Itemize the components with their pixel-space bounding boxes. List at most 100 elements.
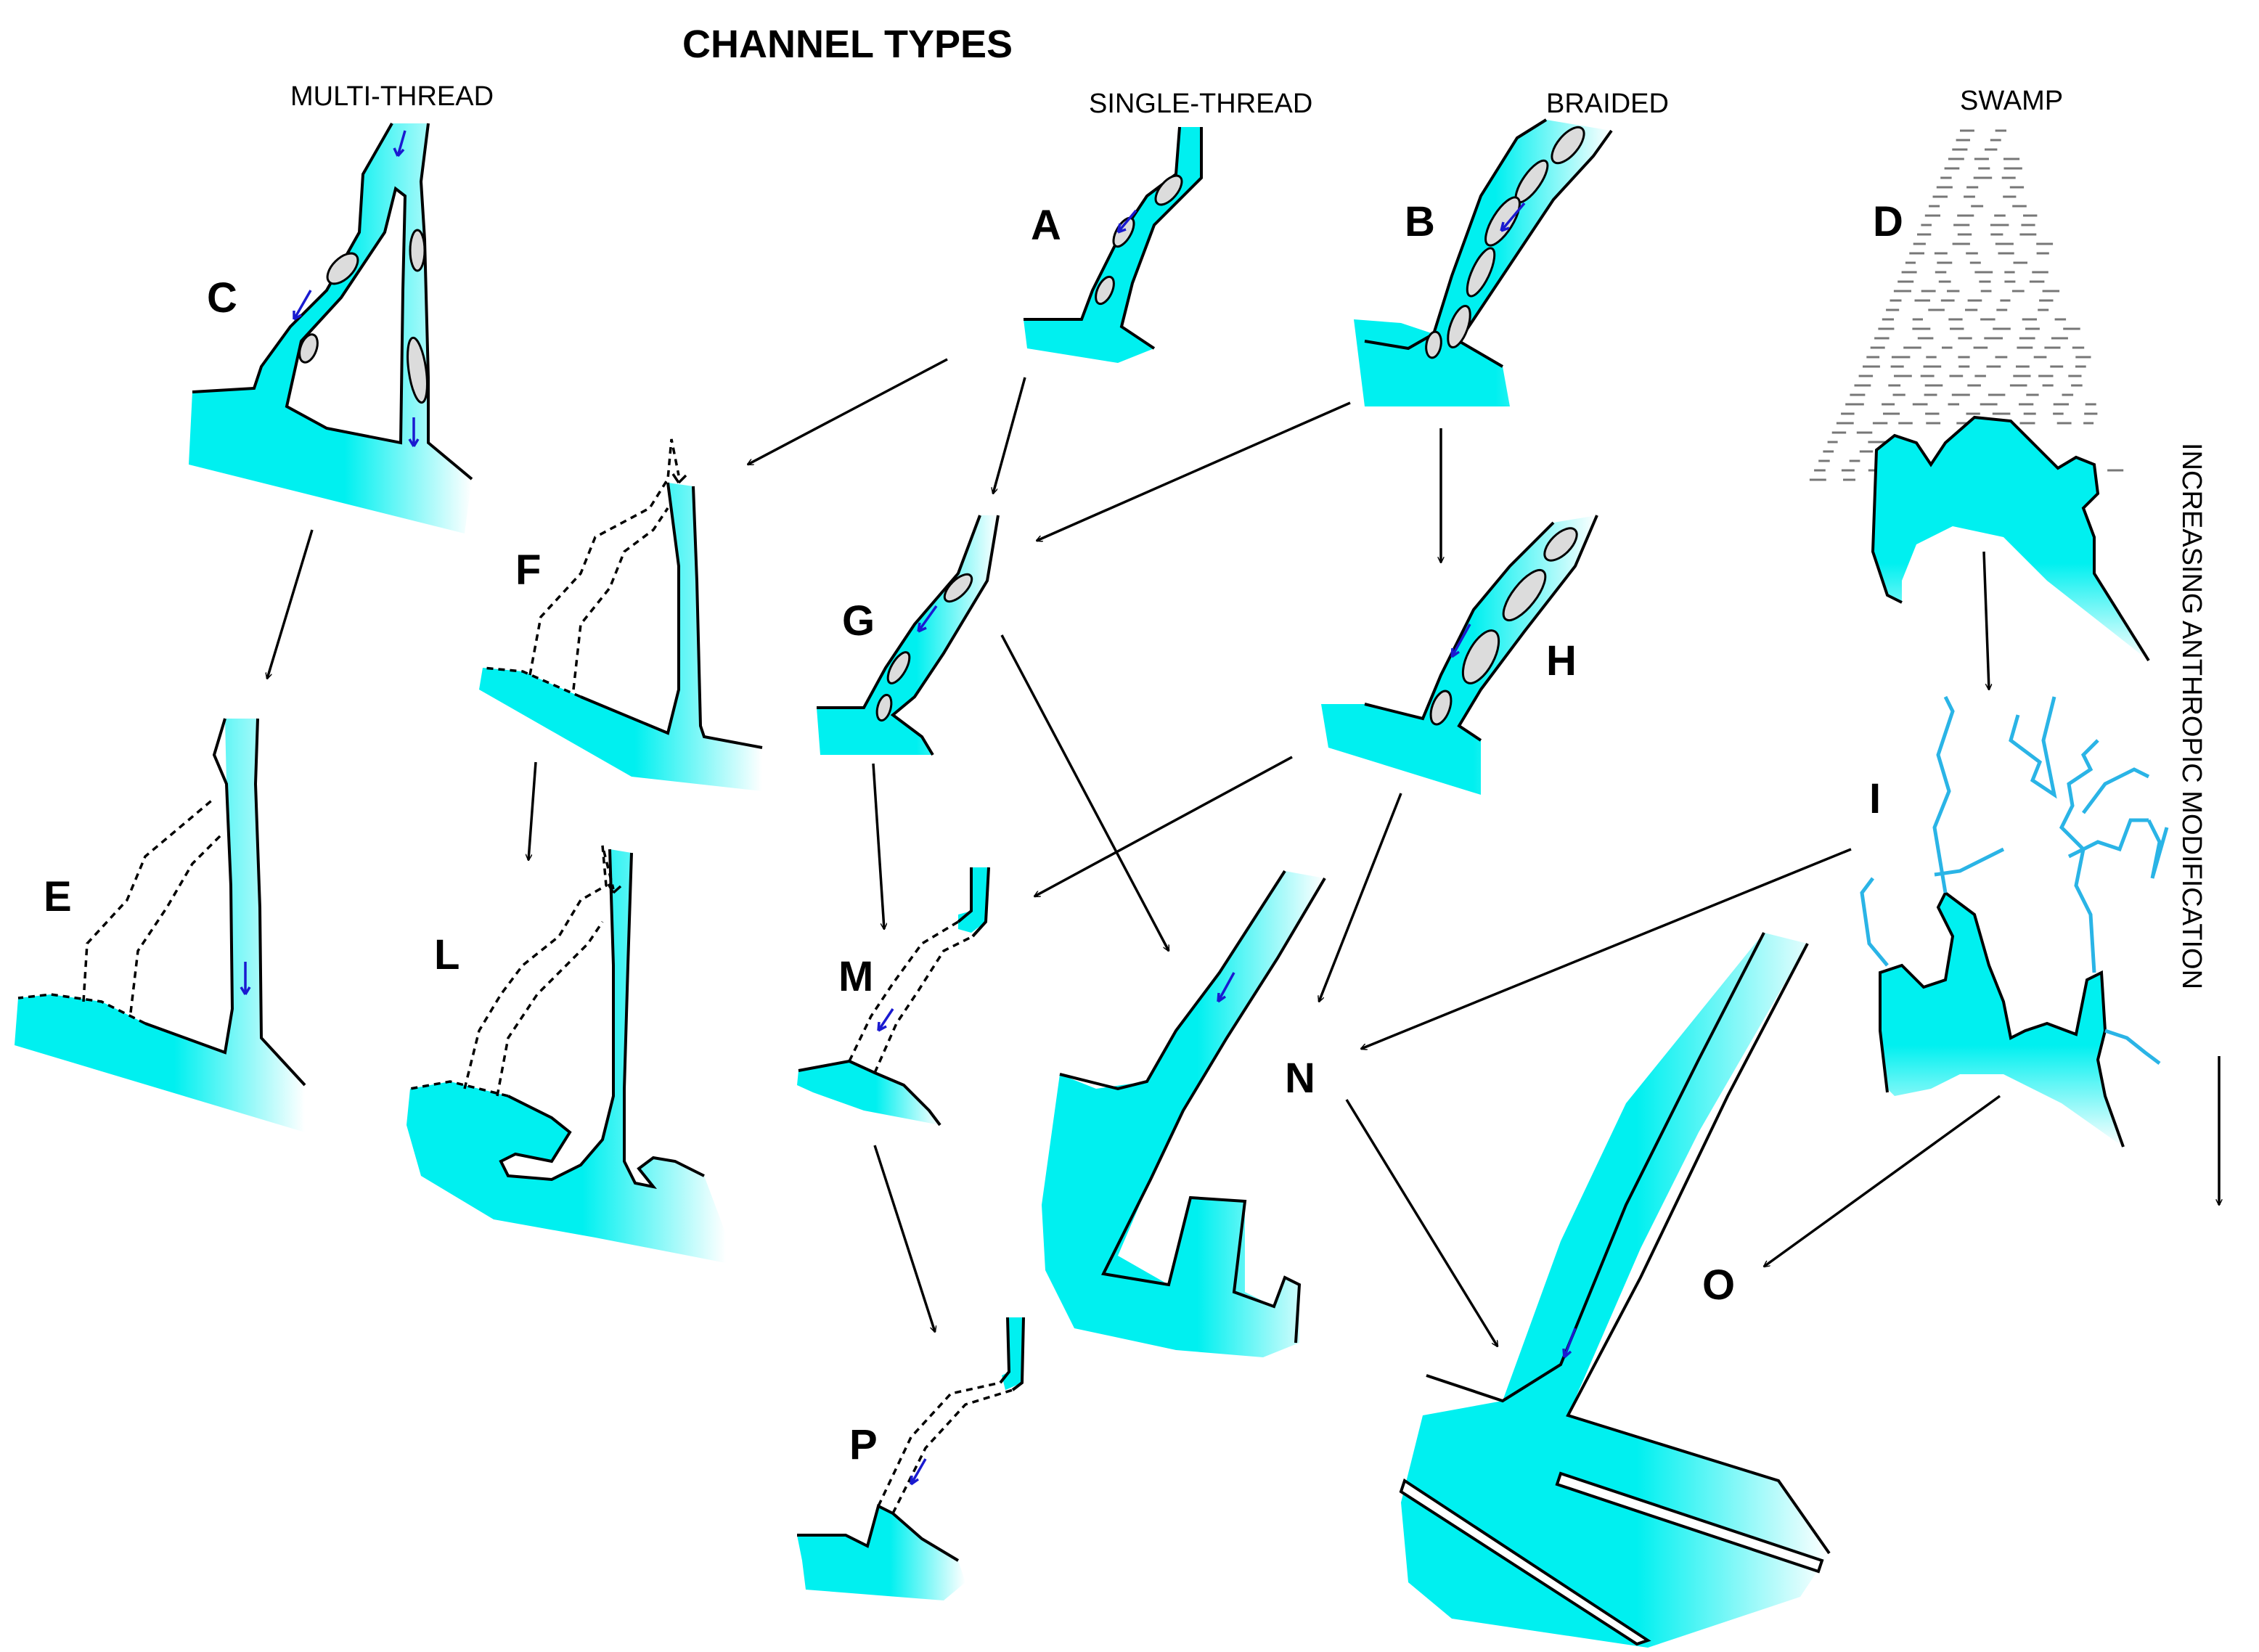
- panel-m-flow-arrow: [877, 1008, 894, 1032]
- panel-b-bank: [1364, 118, 1548, 351]
- panel-g-bank: [817, 515, 981, 709]
- panel-h-bar: [1461, 629, 1500, 684]
- arrow-h-to-m: [1034, 756, 1293, 898]
- panel-l-former-channel: [496, 921, 604, 1097]
- panel-m-bank: [971, 867, 990, 938]
- panel-i-tributary: [2146, 819, 2169, 879]
- arrow-f-to-l: [528, 761, 537, 860]
- panel-i-shore: [1879, 890, 2125, 1148]
- panel-e-bank: [253, 718, 306, 1087]
- panel-m-former-channel: [873, 935, 973, 1074]
- panel-f-bank: [692, 486, 763, 749]
- panel-n: N: [1285, 932, 1831, 1648]
- arrow-b-to-g: [1037, 401, 1351, 542]
- arrow-g-to-m: [872, 763, 884, 929]
- panel-i-lagoon: [1880, 893, 2123, 1147]
- panel-d: D: [1809, 129, 2150, 662]
- panel-i-tributary: [2104, 1029, 2161, 1065]
- panel-l-bank: [499, 849, 615, 1182]
- panel-c-flow-arrow: [408, 417, 420, 447]
- panel-d-shore: [1871, 415, 2150, 662]
- arrow-a-to-f: [748, 358, 948, 466]
- panel-e-former-channel: [17, 993, 146, 1025]
- panel-g: G: [817, 515, 1000, 756]
- panel-l-bank: [623, 852, 705, 1190]
- panel-label-a: A: [1031, 202, 1061, 249]
- panel-h-flow-arrow: [1450, 623, 1471, 658]
- panel-e: E: [15, 718, 306, 1132]
- panel-e-former-channel: [129, 833, 223, 1013]
- panel-label-d: D: [1873, 198, 1903, 245]
- panel-c-flow-arrow: [293, 290, 312, 321]
- panel-f-bank: [580, 482, 680, 735]
- panel-c-bar: [407, 336, 428, 404]
- panel-h-bar: [1502, 568, 1547, 622]
- panel-i-tributary: [1860, 877, 1889, 967]
- panel-a-bank: [1119, 127, 1203, 350]
- panel-m: M: [797, 867, 990, 1126]
- panel-harbour: [1042, 870, 1326, 1357]
- category-swamp: SWAMP: [1960, 86, 2064, 116]
- panel-f: F: [479, 438, 763, 791]
- panel-a-flow-arrow: [1116, 209, 1137, 234]
- panel-n-flow-arrow: [1562, 1328, 1577, 1359]
- arrow-c-to-e: [267, 529, 314, 679]
- panel-a-bar: [1112, 216, 1135, 248]
- panel-g-flow-arrow: [917, 605, 938, 633]
- arrow-i-to-n: [1361, 848, 1852, 1049]
- panel-b-bar: [1551, 126, 1585, 165]
- panel-d-lagoon: [1873, 417, 2149, 661]
- panel-f-flow-arrow: [671, 473, 687, 484]
- panel-b-flow-arrow: [1500, 202, 1526, 232]
- panel-m-bank: [957, 867, 973, 923]
- panel-label-o: O: [1702, 1262, 1735, 1309]
- panel-p-flow-arrow: [910, 1458, 927, 1486]
- panel-c-bar: [298, 333, 319, 364]
- panel-label-m: M: [838, 953, 873, 1000]
- arrow-n-to-port: [1345, 1099, 1499, 1346]
- panel-b-bar: [1466, 247, 1496, 298]
- panel-b-bar: [1447, 305, 1471, 348]
- panel-m-delta: [797, 1061, 940, 1125]
- panel-label-c: C: [207, 274, 237, 322]
- panel-h: H: [1321, 515, 1598, 795]
- panel-m-former-channel: [848, 920, 959, 1062]
- panel-p-bank: [999, 1317, 1011, 1384]
- panel-label-p: P: [849, 1421, 878, 1468]
- panel-b-bank: [1457, 129, 1613, 368]
- panel-label-h: H: [1546, 637, 1577, 684]
- arrow-a-to-g: [993, 377, 1026, 494]
- panel-f-channel: [479, 483, 762, 791]
- panel-i-tributary: [2059, 739, 2099, 973]
- panel-n-breakwater: [1555, 1471, 1824, 1574]
- panel-label-n: N: [1285, 1055, 1315, 1102]
- panel-a-bar: [1154, 174, 1183, 206]
- panel-n-bank: [1566, 943, 1831, 1555]
- panel-l-channel: [407, 849, 726, 1263]
- panel-e-flow-arrow: [240, 962, 251, 995]
- panel-i-tributary: [2009, 696, 2057, 799]
- harbour-jetty: [1101, 877, 1326, 1344]
- panel-e-channel: [15, 719, 305, 1132]
- panel-a-channel: [1024, 127, 1201, 363]
- panel-e-bank: [144, 718, 234, 1055]
- panel-label-g: G: [842, 597, 875, 645]
- arrow-d-to-i: [1982, 551, 1989, 690]
- panel-c-flow-arrow: [393, 130, 407, 158]
- panel-i-tributary: [1934, 847, 2005, 877]
- panel-label-b: B: [1405, 198, 1435, 245]
- panel-l-flow-arrow: [607, 883, 622, 894]
- panel-l-former-channel: [463, 845, 615, 1089]
- panel-a: A: [1024, 126, 1203, 363]
- panel-c-bar: [326, 252, 359, 285]
- panel-h-bar: [1543, 527, 1578, 562]
- panel-e-former-channel: [82, 797, 216, 1002]
- arrow-m-to-p: [873, 1145, 935, 1332]
- panel-b-bar: [1425, 330, 1442, 359]
- panel-a-bar: [1095, 275, 1115, 306]
- panel-c-bank: [192, 123, 393, 393]
- panel-f-former-channel: [482, 666, 581, 698]
- panel-g-bank: [890, 515, 1000, 756]
- panel-h-bank: [1364, 521, 1555, 721]
